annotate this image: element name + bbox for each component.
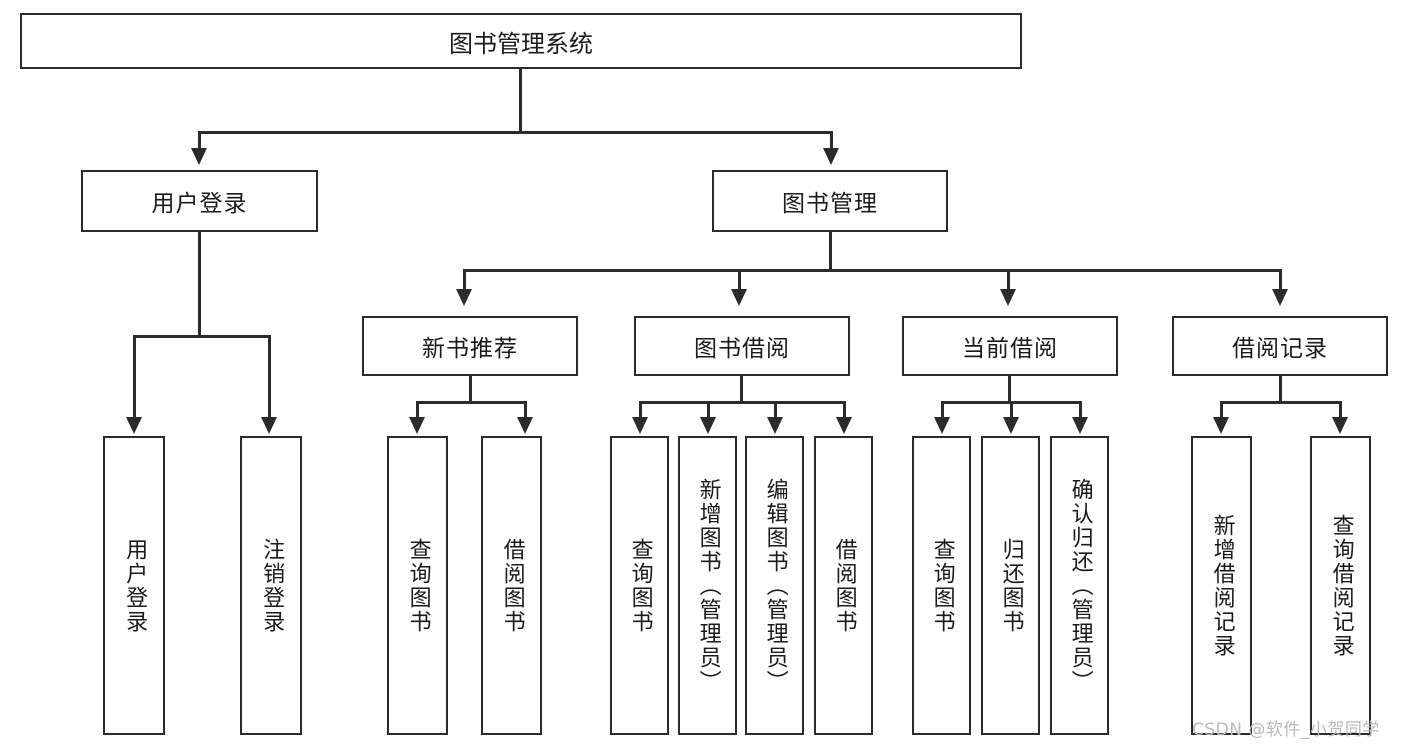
- connector-bookmgmt-bar: [463, 269, 1281, 272]
- arrow-root-to-login: [191, 148, 207, 165]
- arrow-bookmgmt-to-current: [1000, 289, 1016, 306]
- arrow-login-to-leaf1: [126, 417, 142, 434]
- leaf-label: 注销登录: [259, 537, 285, 634]
- watermark-csdn: CSDN @软件_小贺同学: [1192, 720, 1380, 740]
- arrow-newbook-to-leaf1: [409, 417, 425, 434]
- connector-login-to-leaf1: [133, 335, 136, 419]
- node-book-borrow[interactable]: 图书借阅: [634, 316, 850, 376]
- node-borrow-record[interactable]: 借阅记录: [1172, 316, 1388, 376]
- node-label: 借阅记录: [1232, 336, 1328, 362]
- arrow-login-to-leaf2: [261, 417, 277, 434]
- connector-login-stem: [198, 232, 201, 336]
- connector-login-bar: [133, 335, 269, 338]
- arrow-bookmgmt-to-record: [1272, 289, 1288, 306]
- connector-bookmgmt-to-record: [1279, 269, 1282, 291]
- connector-record-stem: [1279, 376, 1282, 403]
- connector-borrow-to-leaf1: [639, 401, 642, 419]
- leaf-label: 借阅图书: [499, 537, 525, 634]
- connector-login-to-leaf2: [268, 335, 271, 419]
- arrow-current-to-leaf1: [934, 417, 950, 434]
- leaf-label: 查询图书: [627, 537, 653, 634]
- connector-newbook-stem: [469, 376, 472, 403]
- leaf-label: 用户登录: [122, 537, 148, 634]
- connector-borrow-to-leaf2: [707, 401, 710, 419]
- node-current-borrow[interactable]: 当前借阅: [902, 316, 1118, 376]
- arrow-current-to-leaf3: [1072, 417, 1088, 434]
- connector-record-bar: [1220, 401, 1341, 404]
- leaf-record-query-record[interactable]: 查询借阅记录: [1310, 436, 1371, 735]
- leaf-newbook-query-book[interactable]: 查询图书: [387, 436, 448, 735]
- arrow-newbook-to-leaf2: [517, 417, 533, 434]
- node-root-system[interactable]: 图书管理系统: [20, 13, 1022, 69]
- leaf-label: 新增图书（管理员）: [695, 477, 721, 694]
- arrow-borrow-to-leaf2: [700, 417, 716, 434]
- leaf-borrow-query-book[interactable]: 查询图书: [610, 436, 669, 735]
- leaf-borrow-borrow-book[interactable]: 借阅图书: [814, 436, 873, 735]
- connector-bookmgmt-stem: [829, 232, 832, 271]
- leaf-current-confirm-return[interactable]: 确认归还（管理员）: [1050, 436, 1109, 735]
- connector-bookmgmt-to-current: [1007, 269, 1010, 291]
- node-label: 图书借阅: [694, 336, 790, 362]
- connector-newbook-bar: [416, 401, 526, 404]
- arrow-borrow-to-leaf4: [836, 417, 852, 434]
- connector-borrow-to-leaf4: [843, 401, 846, 419]
- leaf-label: 新增借阅记录: [1209, 513, 1235, 658]
- node-user-login[interactable]: 用户登录: [81, 170, 318, 232]
- connector-newbook-to-leaf2: [524, 401, 527, 419]
- node-label: 当前借阅: [962, 336, 1058, 362]
- leaf-label: 借阅图书: [831, 537, 857, 634]
- connector-record-to-leaf2: [1339, 401, 1342, 419]
- arrow-record-to-leaf1: [1213, 417, 1229, 434]
- node-label: 新书推荐: [422, 336, 518, 362]
- connector-borrow-stem: [740, 376, 743, 403]
- connector-newbook-to-leaf1: [416, 401, 419, 419]
- leaf-current-query-book[interactable]: 查询图书: [912, 436, 971, 735]
- connector-root-stem: [519, 69, 522, 131]
- node-label: 图书管理系统: [449, 29, 593, 58]
- node-new-book-recommend[interactable]: 新书推荐: [362, 316, 578, 376]
- connector-root-to-login: [198, 131, 201, 151]
- leaf-borrow-edit-book[interactable]: 编辑图书（管理员）: [745, 436, 804, 735]
- leaf-record-add-record[interactable]: 新增借阅记录: [1191, 436, 1252, 735]
- leaf-label: 查询图书: [929, 537, 955, 634]
- node-label: 图书管理: [782, 191, 878, 217]
- connector-current-to-leaf2: [1010, 401, 1013, 419]
- node-book-management[interactable]: 图书管理: [712, 170, 948, 232]
- connector-current-to-leaf1: [941, 401, 944, 419]
- connector-record-to-leaf1: [1220, 401, 1223, 419]
- leaf-user-login[interactable]: 用户登录: [103, 436, 165, 735]
- arrow-current-to-leaf2: [1003, 417, 1019, 434]
- leaf-current-return-book[interactable]: 归还图书: [981, 436, 1040, 735]
- connector-bookmgmt-to-newbook: [463, 269, 466, 291]
- connector-bookmgmt-to-borrow: [738, 269, 741, 291]
- leaf-label: 查询图书: [405, 537, 431, 634]
- leaf-borrow-add-book[interactable]: 新增图书（管理员）: [678, 436, 737, 735]
- connector-current-stem: [1008, 376, 1011, 403]
- connector-borrow-bar: [639, 401, 845, 404]
- leaf-label: 确认归还（管理员）: [1067, 477, 1093, 694]
- connector-current-to-leaf3: [1079, 401, 1082, 419]
- arrow-root-to-bookmgmt: [823, 148, 839, 165]
- connector-root-bar: [198, 131, 832, 134]
- leaf-newbook-borrow-book[interactable]: 借阅图书: [481, 436, 542, 735]
- leaf-label: 编辑图书（管理员）: [762, 477, 788, 694]
- leaf-label: 归还图书: [998, 537, 1024, 634]
- arrow-record-to-leaf2: [1332, 417, 1348, 434]
- leaf-label: 查询借阅记录: [1328, 513, 1354, 658]
- connector-root-to-bookmgmt: [830, 131, 833, 151]
- leaf-logout-login[interactable]: 注销登录: [240, 436, 302, 735]
- arrow-bookmgmt-to-borrow: [731, 289, 747, 306]
- arrow-borrow-to-leaf3: [767, 417, 783, 434]
- arrow-bookmgmt-to-newbook: [456, 289, 472, 306]
- connector-borrow-to-leaf3: [774, 401, 777, 419]
- arrow-borrow-to-leaf1: [632, 417, 648, 434]
- node-label: 用户登录: [151, 191, 248, 217]
